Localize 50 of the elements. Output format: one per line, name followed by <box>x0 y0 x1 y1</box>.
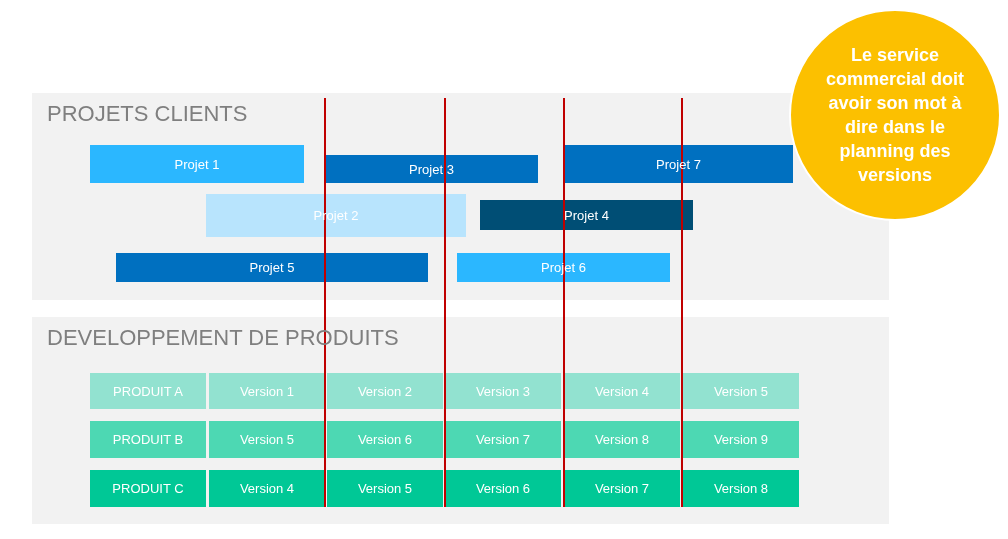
version-cell <box>564 470 680 507</box>
version-cell <box>209 470 325 507</box>
callout-text: Le service commercial doit avoir son mot à dire dans le planning des versions <box>824 44 965 187</box>
bar-label: Version 7 <box>475 432 531 447</box>
bar-label: Version 1 <box>239 383 295 399</box>
bar-label: Version 6 <box>357 432 413 447</box>
version-cell <box>564 373 680 409</box>
bar-label: Version 8 <box>713 481 769 496</box>
project-bar <box>564 145 793 183</box>
project-bar <box>116 253 428 282</box>
bar-label: Version 4 <box>239 481 295 496</box>
version-cell <box>445 470 561 507</box>
bar-label: Projet 5 <box>249 260 295 275</box>
bar-label: Version 3 <box>475 383 531 399</box>
version-cell <box>327 470 443 507</box>
version-cell <box>209 421 325 458</box>
version-cell <box>445 421 561 458</box>
version-cell <box>445 373 561 409</box>
project-bar <box>325 155 538 183</box>
product-cell <box>90 470 206 507</box>
bar-label: Version 7 <box>594 481 650 496</box>
product-cell <box>90 373 206 409</box>
product-cell <box>90 421 206 458</box>
bar-label: Version 8 <box>594 432 650 447</box>
version-cell <box>209 373 325 409</box>
version-cell <box>683 421 799 458</box>
bar-label: Projet 4 <box>564 207 609 223</box>
version-cell <box>327 373 443 409</box>
version-cell <box>683 373 799 409</box>
project-bar <box>90 145 304 183</box>
bar-label: Version 5 <box>713 383 769 399</box>
bar-label: Version 4 <box>594 383 650 399</box>
bar-label: Version 5 <box>357 481 413 496</box>
bar-label: Projet 1 <box>174 156 220 172</box>
bar-label: Version 2 <box>357 383 413 399</box>
version-cell <box>683 470 799 507</box>
project-bar <box>206 194 466 237</box>
bar-label: Version 6 <box>475 481 531 496</box>
bar-label: Projet 3 <box>409 161 454 177</box>
section-heading: PROJETS CLIENTS <box>47 101 248 127</box>
version-cell <box>564 421 680 458</box>
bar-label: PRODUIT B <box>112 432 184 447</box>
version-cell <box>327 421 443 458</box>
project-bar <box>457 253 670 282</box>
bar-label: Version 5 <box>239 432 295 447</box>
section-panel <box>32 317 889 524</box>
project-bar <box>480 200 693 230</box>
bar-label: Version 9 <box>713 432 769 447</box>
bar-label: PRODUIT C <box>112 481 184 496</box>
bar-label: PRODUIT A <box>113 383 183 399</box>
